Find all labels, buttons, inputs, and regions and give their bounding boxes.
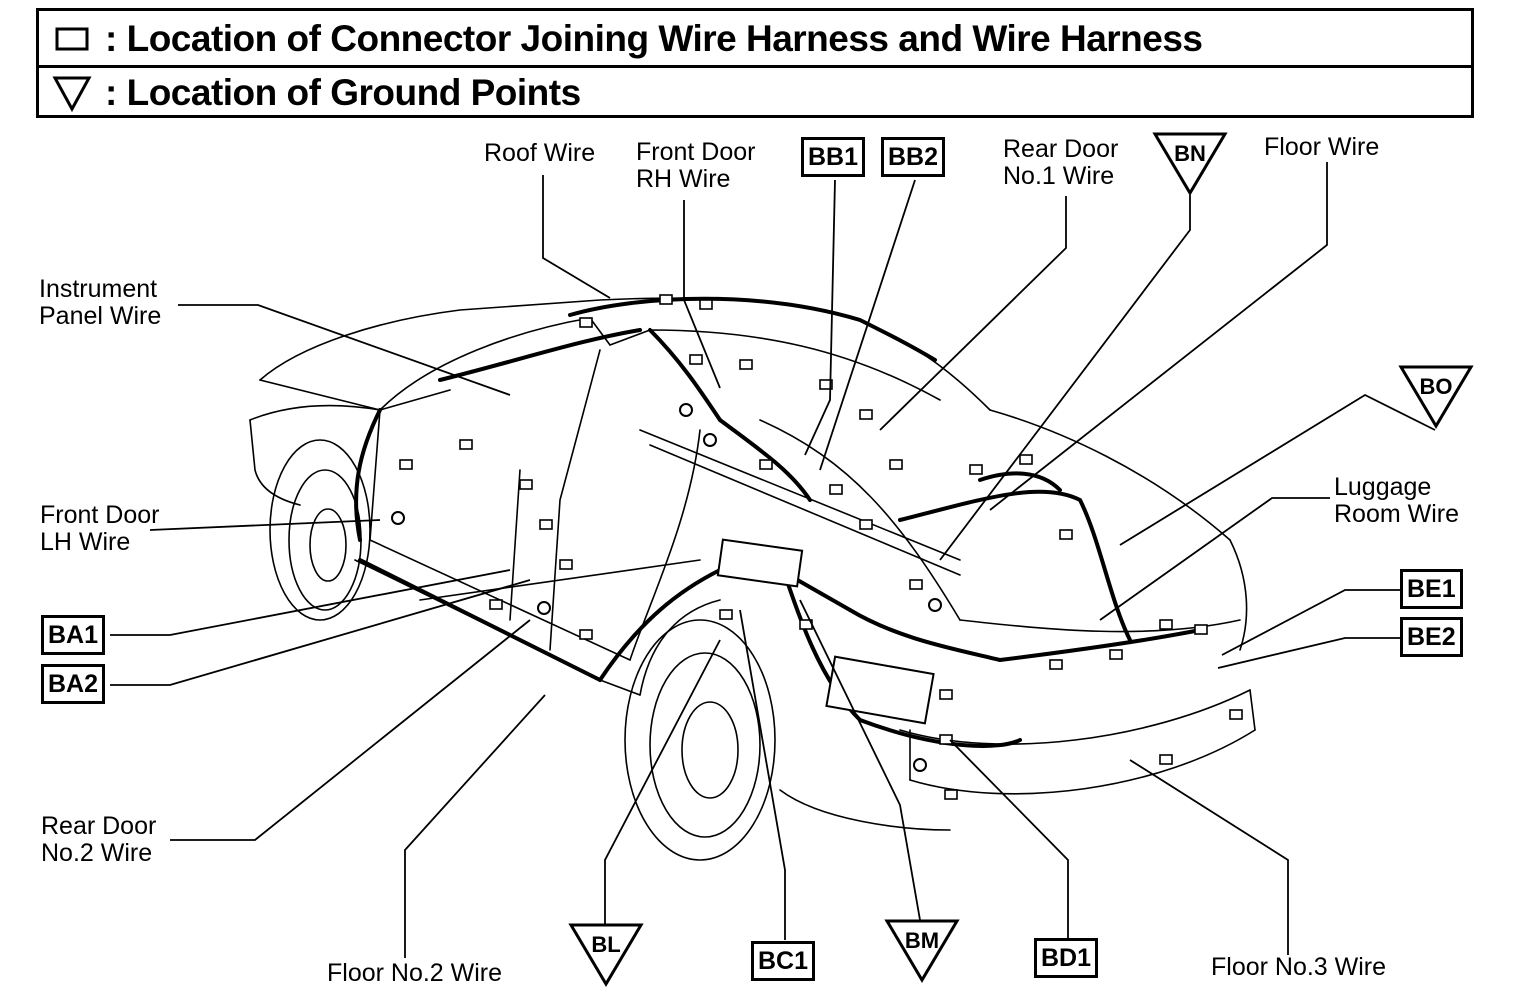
front-door-lh-wire-label-line2: LH Wire xyxy=(40,528,131,556)
instrument-panel-wire-label-line2: Panel Wire xyxy=(39,302,162,330)
luggage-room-wire-label-line2: Room Wire xyxy=(1334,500,1460,528)
ground-point-bm: BM xyxy=(884,919,960,983)
floor-no2-wire-label: Floor No.2 Wire xyxy=(327,959,503,987)
ground-bolt-marks xyxy=(391,403,942,772)
small-connector-blocks xyxy=(399,294,1243,800)
connector-bb2: BB2 xyxy=(881,137,946,177)
ground-point-bo: BO xyxy=(1398,365,1474,429)
floor-no3-wire-label: Floor No.3 Wire xyxy=(1211,953,1387,981)
ground-point-bn: BN xyxy=(1152,132,1228,196)
ground-symbol-icon xyxy=(39,73,105,113)
legend-connector-row: : Location of Connector Joining Wire Har… xyxy=(39,13,1471,68)
legend: : Location of Connector Joining Wire Har… xyxy=(36,8,1474,118)
connector-bd1: BD1 xyxy=(1034,938,1099,978)
roof-wire-label: Roof Wire xyxy=(484,139,596,167)
rear-door-no1-wire-label-line2: No.1 Wire xyxy=(1003,162,1115,190)
rear-door-no2-wire-label-line2: No.2 Wire xyxy=(41,839,153,867)
svg-text:BL: BL xyxy=(591,932,620,957)
legend-ground-text: : Location of Ground Points xyxy=(105,72,581,113)
front-door-lh-wire-label-line1: Front Door xyxy=(40,501,160,529)
car-body-outline xyxy=(249,297,1256,861)
legend-ground-row: : Location of Ground Points xyxy=(39,67,1471,119)
connector-ba2: BA2 xyxy=(41,664,106,704)
front-door-rh-wire-label-line2: RH Wire xyxy=(636,165,731,193)
floor-wire-label: Floor Wire xyxy=(1264,133,1380,161)
connector-ba1: BA1 xyxy=(41,615,106,655)
connector-be2: BE2 xyxy=(1400,617,1463,657)
connector-symbol-icon xyxy=(39,26,105,52)
rear-door-no2-wire-label-line1: Rear Door xyxy=(41,812,157,840)
rear-door-no1-wire-label-line1: Rear Door xyxy=(1003,135,1119,163)
leader-lines xyxy=(110,162,1436,958)
connector-bb1: BB1 xyxy=(801,137,866,177)
legend-connector-text: : Location of Connector Joining Wire Har… xyxy=(105,18,1203,59)
ground-point-bl: BL xyxy=(568,923,644,987)
svg-text:BN: BN xyxy=(1174,141,1206,166)
svg-text:BO: BO xyxy=(1420,374,1453,399)
svg-text:BM: BM xyxy=(905,928,939,953)
junction-block xyxy=(716,538,935,725)
instrument-panel-wire-label-line1: Instrument xyxy=(39,275,158,303)
luggage-room-wire-label-line1: Luggage xyxy=(1334,473,1432,501)
wire-harness-paths xyxy=(354,296,1202,748)
connector-bc1: BC1 xyxy=(751,941,816,981)
front-door-rh-wire-label-line1: Front Door xyxy=(636,138,756,166)
connector-be1: BE1 xyxy=(1400,569,1463,609)
